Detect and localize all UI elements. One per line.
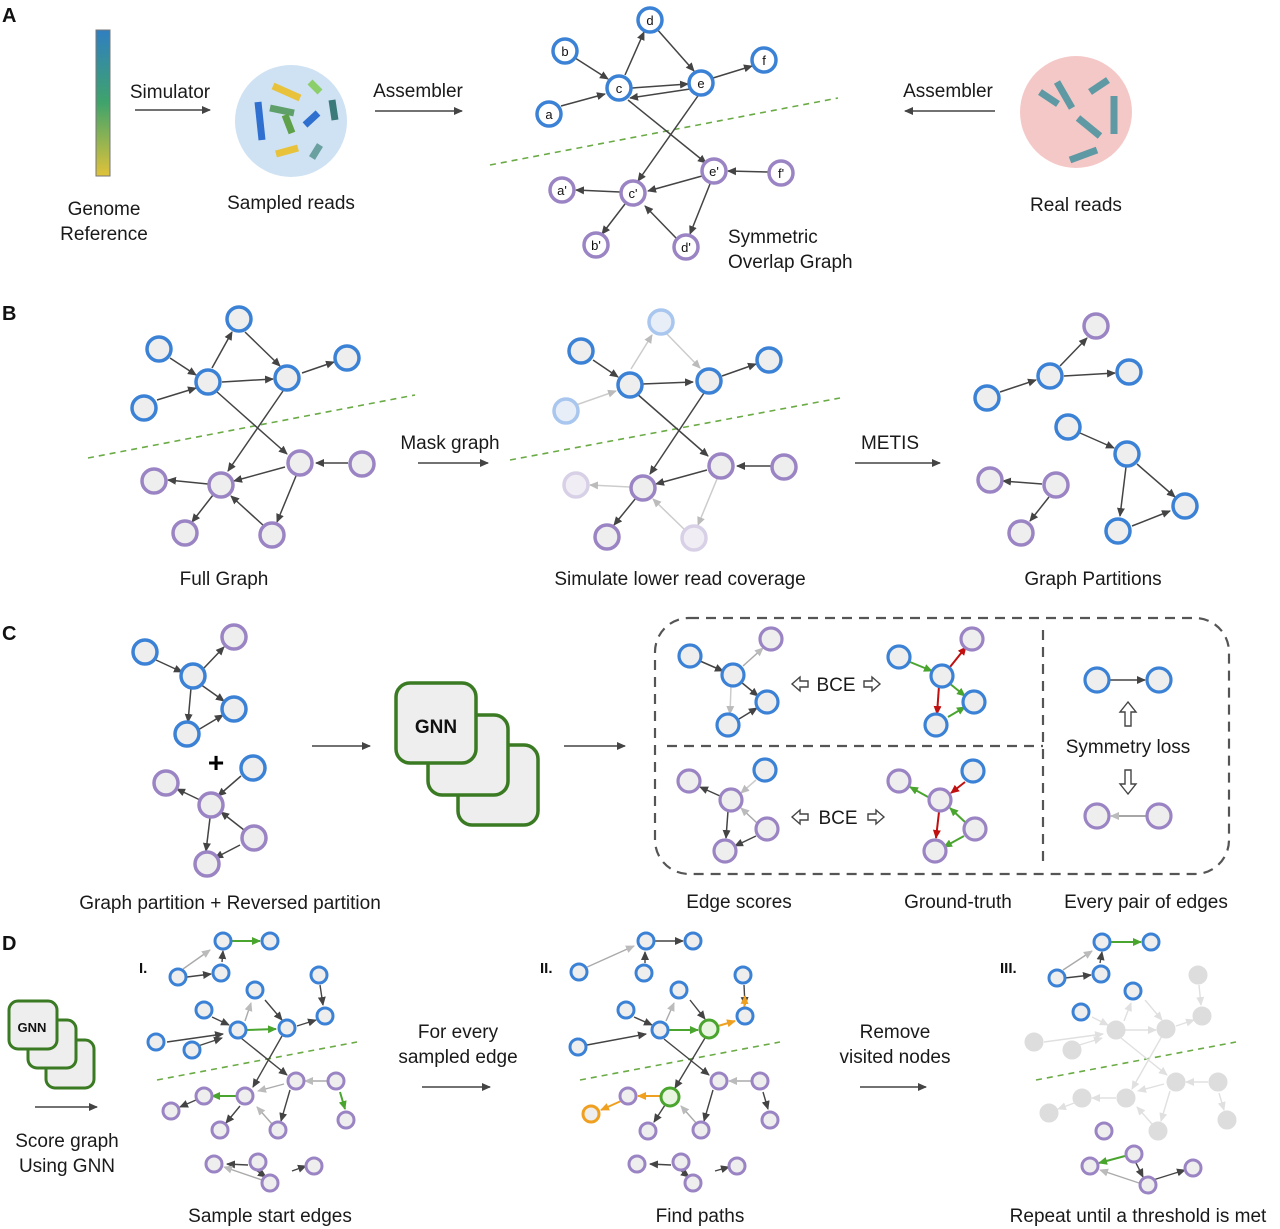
partitions-label: Graph Partitions xyxy=(1024,569,1161,590)
node-e-prime xyxy=(700,157,728,185)
mask-graph-label: Mask graph xyxy=(400,433,499,454)
real-reads-label: Real reads xyxy=(1030,195,1122,216)
node-e xyxy=(687,69,715,97)
edge-scores-top xyxy=(677,626,784,738)
ground-truth-label: Ground-truth xyxy=(904,892,1012,913)
edge-scores-label: Edge scores xyxy=(686,892,792,913)
partition-and-reverse xyxy=(131,623,268,878)
genome-label-line1: Genome xyxy=(68,199,141,220)
step-3-label: III. xyxy=(1000,960,1017,977)
genome-label-line2: Reference xyxy=(60,224,148,245)
real-reads-circle xyxy=(1020,56,1132,168)
masked-graph xyxy=(552,308,798,552)
node-a-prime xyxy=(548,176,576,204)
arrow-left-icon xyxy=(790,675,809,693)
sample-start-label: Sample start edges xyxy=(188,1206,352,1227)
arrow-left-icon xyxy=(790,808,809,826)
bce-bottom-label: BCE xyxy=(818,808,857,829)
full-graph-label: Full Graph xyxy=(180,569,269,590)
for-every-line1: For every xyxy=(418,1022,499,1043)
loss-box xyxy=(653,616,1231,876)
full-graph xyxy=(130,305,376,549)
step-1-label: I. xyxy=(139,960,147,977)
bce-top-label: BCE xyxy=(816,675,855,696)
node-label: f' xyxy=(778,166,784,181)
ground-truth-bottom xyxy=(886,758,988,864)
metis-label: METIS xyxy=(861,433,919,454)
remove-line2: visited nodes xyxy=(840,1047,951,1068)
symmetry-divider-b1 xyxy=(87,394,416,459)
node-label: a xyxy=(545,107,553,122)
overlap-graph-label-line1: Symmetric xyxy=(728,227,818,248)
overlap-graph-edges xyxy=(560,27,769,240)
find-paths-label: Find paths xyxy=(656,1206,745,1227)
step-2-label: II. xyxy=(540,960,553,977)
assembler-left-label: Assembler xyxy=(373,81,463,102)
arrow-down-icon xyxy=(1118,769,1138,796)
genome-reference-bar xyxy=(95,29,111,177)
symmetry-pair-bottom xyxy=(1083,802,1173,830)
panel-label-c: C xyxy=(2,623,16,645)
node-d-prime xyxy=(672,233,700,261)
symmetry-divider-d3 xyxy=(1035,1041,1237,1081)
node-label: b xyxy=(561,44,568,59)
node-label: c' xyxy=(629,186,638,201)
node-label: e' xyxy=(709,164,719,179)
node-label: e xyxy=(697,76,704,91)
step1-graph xyxy=(146,931,356,1193)
overlap-graph-nodes xyxy=(535,6,795,261)
node-label: b' xyxy=(591,238,601,253)
node-c-prime xyxy=(619,179,647,207)
symmetry-divider-b2 xyxy=(509,397,841,461)
edge-scores-bottom xyxy=(676,757,780,864)
panel-label-d: D xyxy=(2,933,16,955)
score-graph-line1: Score graph xyxy=(15,1131,119,1152)
symmetry-loss-label: Symmetry loss xyxy=(1066,737,1191,758)
remove-line1: Remove xyxy=(860,1022,931,1043)
panel-label-b: B xyxy=(2,303,16,325)
graph-partitions xyxy=(973,312,1199,547)
arrow-up-icon xyxy=(1118,700,1138,727)
ground-truth-top xyxy=(886,626,987,738)
lower-coverage-label: Simulate lower read coverage xyxy=(554,569,805,590)
assembler-right-label: Assembler xyxy=(903,81,993,102)
for-every-line2: sampled edge xyxy=(398,1047,517,1068)
gnn-stack xyxy=(394,681,540,827)
score-graph-line2: Using GNN xyxy=(19,1156,115,1177)
step2-graph xyxy=(568,931,780,1193)
small-gnn-stack xyxy=(7,999,96,1090)
small-gnn-label: GNN xyxy=(18,1020,47,1035)
sampled-reads-circle xyxy=(235,65,347,177)
partition-caption: Graph partition + Reversed partition xyxy=(79,893,381,914)
node-d xyxy=(636,6,664,34)
node-label: f xyxy=(762,53,766,68)
node-label: d' xyxy=(681,240,691,255)
gnn-label: GNN xyxy=(415,717,457,738)
symmetry-divider-d1 xyxy=(156,1041,358,1081)
node-f-prime xyxy=(767,159,795,187)
sampled-reads-label: Sampled reads xyxy=(227,193,355,214)
node-f xyxy=(750,46,778,74)
arrow-right-icon xyxy=(867,808,886,826)
node-label: c xyxy=(616,81,623,96)
symmetry-divider-a xyxy=(489,97,839,166)
panel-label-a: A xyxy=(2,5,16,27)
every-pair-label: Every pair of edges xyxy=(1064,892,1228,913)
node-a xyxy=(535,100,563,128)
symmetry-pair-top xyxy=(1083,666,1173,694)
symmetry-divider-d2 xyxy=(579,1041,781,1081)
node-label: d xyxy=(646,13,653,28)
arrow-right-icon xyxy=(863,675,882,693)
node-label: a' xyxy=(557,183,567,198)
node-c xyxy=(605,74,633,102)
repeat-label: Repeat until a threshold is met xyxy=(1010,1206,1267,1227)
overlap-graph-node-labels: a b c d e f a' b' c' d' e' f' xyxy=(545,13,784,255)
step3-graph xyxy=(1024,932,1237,1195)
node-b-prime xyxy=(582,231,610,259)
overlap-graph-label-line2: Overlap Graph xyxy=(728,252,853,273)
plus-sign: + xyxy=(208,747,224,778)
simulator-label: Simulator xyxy=(130,82,211,103)
node-b xyxy=(551,37,579,65)
